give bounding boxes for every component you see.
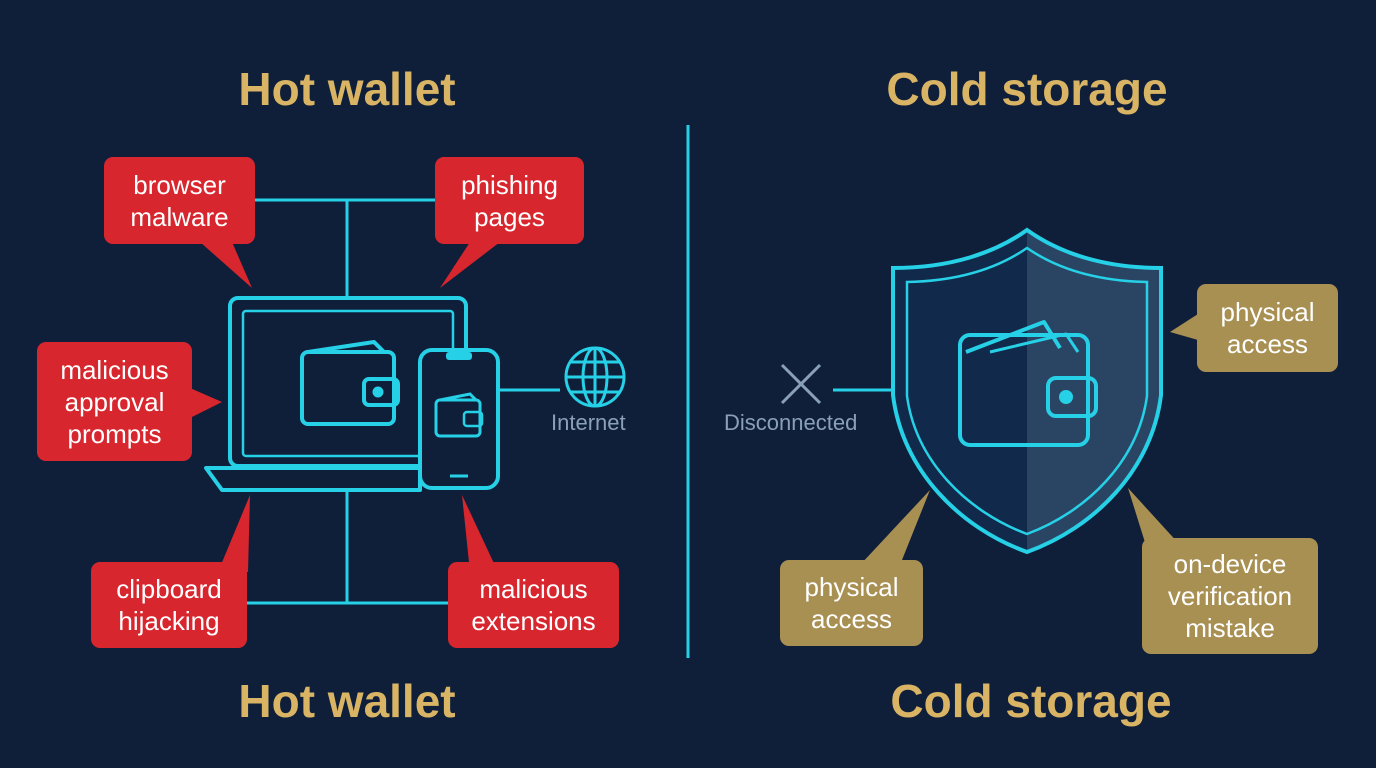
threat-clipboard-hijacking: clipboard hijacking xyxy=(91,562,247,648)
cold-storage-title-top: Cold storage xyxy=(886,63,1168,115)
wallet-icon xyxy=(958,320,1098,447)
wallet-icon xyxy=(300,340,400,426)
threat-malicious-extensions: malicious extensions xyxy=(448,562,619,648)
threat-phishing-pages: phishing pages xyxy=(435,157,584,244)
risk-pointers xyxy=(860,314,1198,565)
shield-icon xyxy=(891,227,1163,555)
hot-connector-lines xyxy=(247,198,560,605)
internet-label: Internet xyxy=(551,410,626,435)
globe-icon xyxy=(564,346,626,408)
x-icon xyxy=(780,363,822,405)
threat-pointers xyxy=(190,242,500,572)
risk-on-device-verification-mistake: on-device verification mistake xyxy=(1142,538,1318,654)
phone-icon xyxy=(418,348,500,490)
risk-physical-access-right: physical access xyxy=(1197,284,1338,372)
threat-malicious-approval-prompts: malicious approval prompts xyxy=(37,342,192,461)
disconnected-label: Disconnected xyxy=(724,410,858,435)
cold-storage-title-bottom: Cold storage xyxy=(890,675,1172,727)
hot-wallet-title-top: Hot wallet xyxy=(238,63,456,115)
threat-browser-malware: browser malware xyxy=(104,157,255,244)
hot-wallet-title-bottom: Hot wallet xyxy=(238,675,456,727)
risk-physical-access-left: physical access xyxy=(780,560,923,646)
